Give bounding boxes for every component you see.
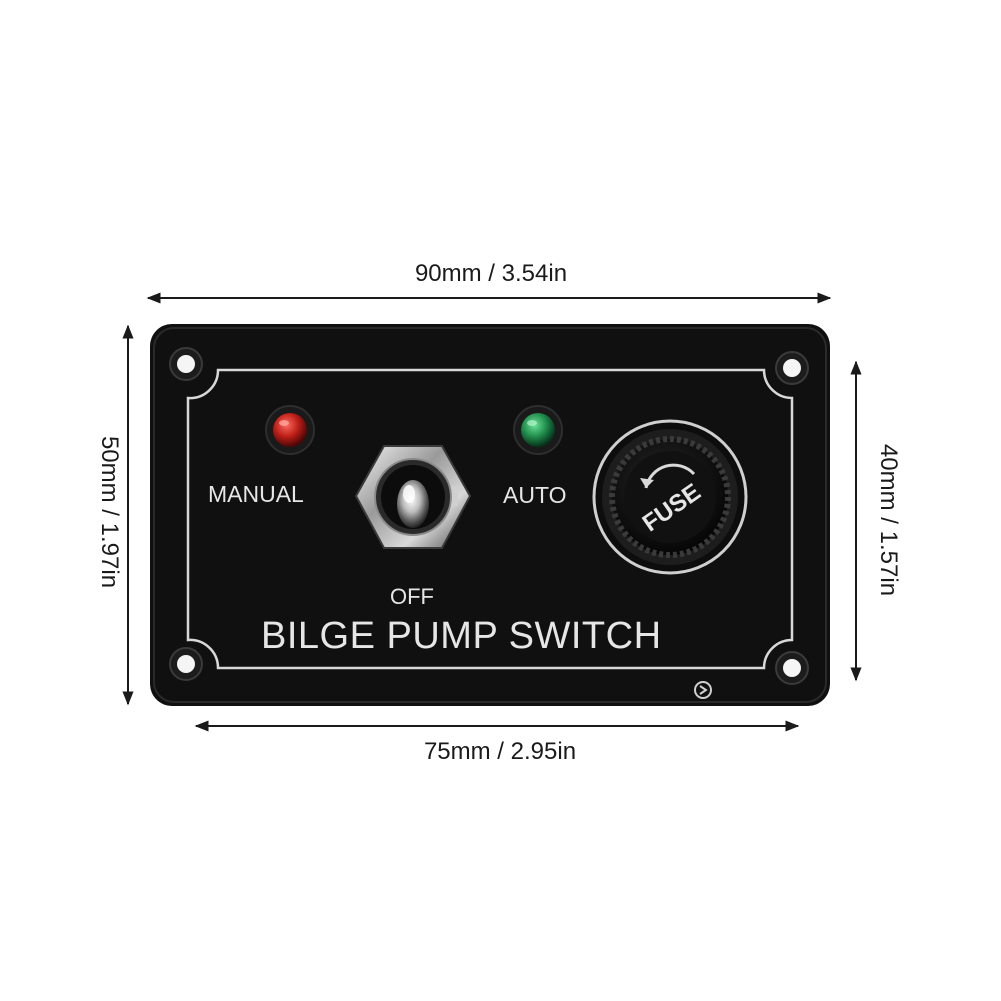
toggle-switch[interactable] (354, 445, 472, 549)
overall-height-label: 50mm / 1.97in (96, 435, 123, 589)
switch-panel (150, 324, 830, 706)
inner-width-label: 75mm / 2.95in (423, 738, 577, 765)
auto-label: AUTO (503, 482, 567, 508)
mounting-hole-top-right (775, 351, 809, 385)
panel-border-line (186, 368, 794, 670)
manual-led (265, 405, 315, 455)
overall-width-label: 90mm / 3.54in (414, 260, 568, 287)
fuse-holder[interactable] (592, 419, 748, 575)
mounting-hole-top-left (169, 347, 203, 381)
panel-title: BILGE PUMP SWITCH (261, 615, 662, 657)
inner-height-label: 40mm / 1.57in (875, 443, 902, 597)
brand-logo-icon (694, 681, 712, 699)
off-label: OFF (390, 584, 434, 609)
auto-led (513, 405, 563, 455)
mounting-hole-bottom-right (775, 651, 809, 685)
mounting-hole-bottom-left (169, 647, 203, 681)
manual-label: MANUAL (208, 481, 304, 507)
